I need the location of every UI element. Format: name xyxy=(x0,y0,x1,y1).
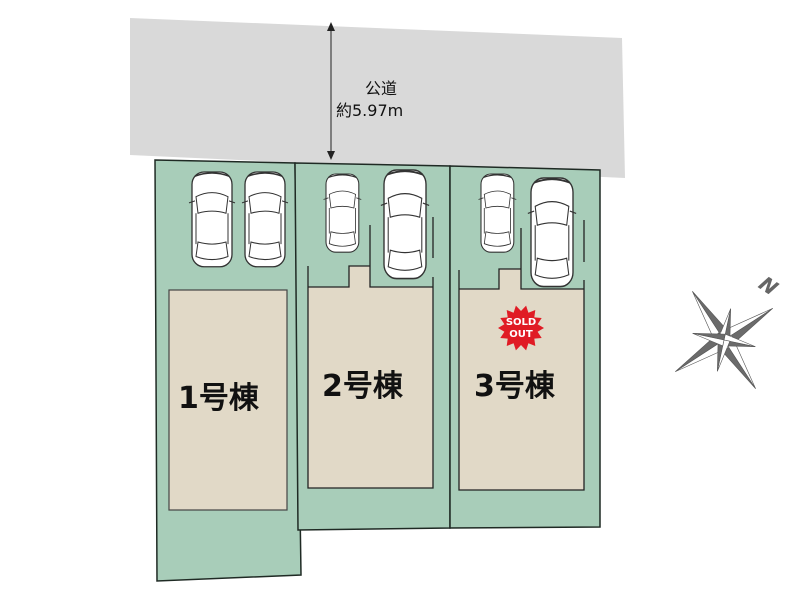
car-icon xyxy=(379,169,431,280)
compass-arm xyxy=(692,333,725,347)
car-icon xyxy=(188,171,236,268)
compass-rose-icon xyxy=(675,291,773,389)
road-name-label: 公道 xyxy=(365,79,397,98)
car-icon xyxy=(526,177,578,288)
building-1 xyxy=(168,289,288,511)
road-width-label: 約5.97m xyxy=(336,101,403,120)
lot-3-label: 3号棟 xyxy=(474,369,556,404)
car-icon xyxy=(241,171,289,268)
public-road xyxy=(130,18,625,178)
compass-arm xyxy=(717,339,731,372)
sold-out-line2: OUT xyxy=(509,329,533,340)
car-icon xyxy=(322,173,362,253)
sold-out-line1: SOLD xyxy=(506,317,536,328)
sold-out-badge: SOLD OUT xyxy=(498,305,544,351)
building-2 xyxy=(308,266,433,488)
lot-1-label: 1号棟 xyxy=(178,381,260,416)
car-icon xyxy=(477,173,517,253)
building-3 xyxy=(459,269,584,490)
north-label: N xyxy=(752,273,784,298)
lot-2-label: 2号棟 xyxy=(322,369,404,404)
road-width-dimension xyxy=(327,22,335,160)
